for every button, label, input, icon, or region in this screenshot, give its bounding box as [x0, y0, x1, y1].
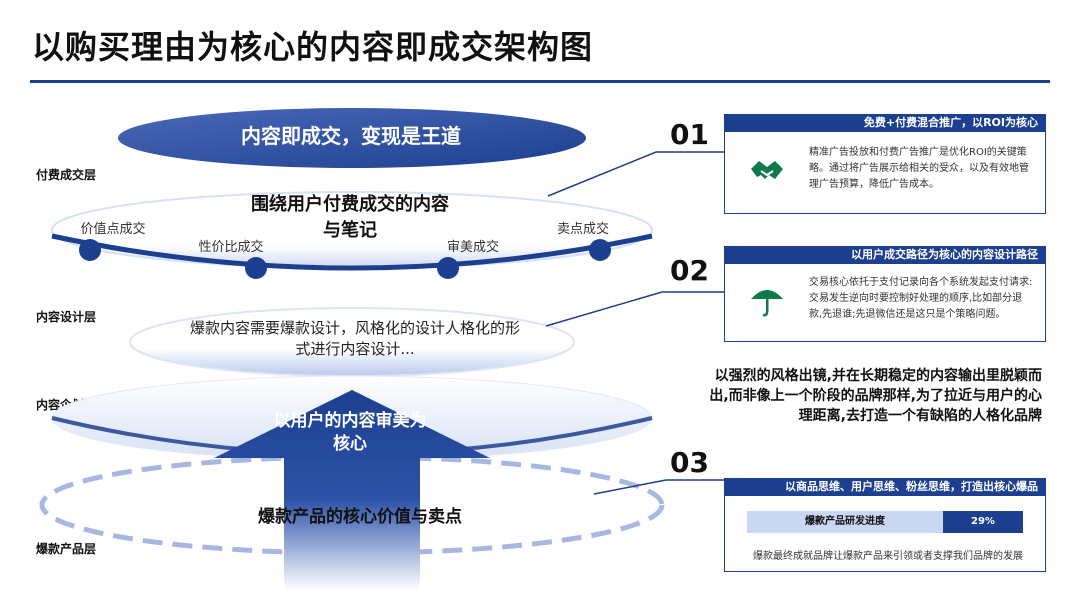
panel-title: 以用户成交路径为核心的内容设计路径	[724, 246, 1046, 264]
page-title: 以购买理由为核心的内容即成交架构图	[32, 28, 594, 66]
ring-paid-text: 围绕用户付费成交的内容与笔记	[251, 194, 449, 241]
progress-label: 爆款产品研发进度	[805, 516, 885, 527]
panel-02: 以用户成交路径为核心的内容设计路径 交易核心依托于支付记录向各个系统发起支付请求…	[724, 246, 1046, 342]
panel-03: 以商品思维、用户思维、粉丝思维，打造出核心爆品 爆款产品研发进度 29% 爆款最…	[724, 478, 1046, 572]
panel-note: 爆款最终成就品牌让爆款产品来引领或者支撑我们品牌的发展	[753, 551, 1023, 562]
connector-02	[545, 291, 724, 327]
dot-cost	[245, 257, 267, 279]
panel-number-03: 03	[670, 446, 709, 479]
progress-value: 29%	[971, 516, 995, 527]
top-pill	[118, 108, 586, 168]
panel-body: 精准广告投放和付费广告推广是优化ROI的关键策略。通过将广告展示给相关的受众，以…	[809, 147, 1029, 190]
up-arrow	[214, 390, 490, 590]
handshake-icon	[751, 161, 783, 179]
style-statement: 以强烈的风格出镜,并在长期稳定的内容输出里脱颖而出,而非像上一个阶段的品牌那样,…	[709, 368, 1042, 424]
panel-01: 免费+付费混合推广，以ROI为核心 精准广告投放和付费广告推广是优化ROI的关键…	[724, 114, 1046, 214]
dot-label-selling: 卖点成交	[556, 222, 609, 237]
panel-body: 交易核心依托于支付记录向各个系统发起支付请求: 交易发生逆向时要控制好处理的顺序…	[809, 277, 1033, 320]
connector-03	[593, 479, 724, 495]
dot-label-aesthetic: 审美成交	[446, 240, 499, 255]
dot-aesthetic	[437, 257, 459, 279]
progress-bar: 爆款产品研发进度 29%	[747, 511, 1023, 533]
dot-value	[79, 239, 101, 261]
dot-label-value: 价值点成交	[80, 222, 146, 237]
layer-label-paid: 付费成交层	[36, 168, 97, 182]
umbrella-icon	[751, 290, 783, 317]
connector-01	[547, 151, 724, 197]
layer-label-design: 内容设计层	[36, 310, 97, 324]
progress-fill	[942, 511, 1023, 533]
panel-title: 免费+付费混合推广，以ROI为核心	[724, 114, 1046, 132]
dot-label-cost: 性价比成交	[198, 240, 264, 255]
panel-number-02: 02	[670, 254, 709, 287]
layer-label-product: 爆款产品层	[36, 542, 97, 556]
panel-title: 以商品思维、用户思维、粉丝思维，打造出核心爆品	[724, 478, 1046, 496]
arrow-text: 以用户的内容审美为核心	[273, 411, 427, 454]
dot-selling	[589, 239, 611, 261]
ring-design-text: 爆款内容需要爆款设计，风格化的设计人格化的形式进行内容设计...	[190, 319, 521, 358]
top-pill-text: 内容即成交，变现是王道	[241, 124, 461, 148]
panel-number-01: 01	[670, 118, 709, 151]
title-underline	[30, 80, 1050, 83]
product-layer-text: 爆款产品的核心价值与卖点	[258, 507, 462, 527]
